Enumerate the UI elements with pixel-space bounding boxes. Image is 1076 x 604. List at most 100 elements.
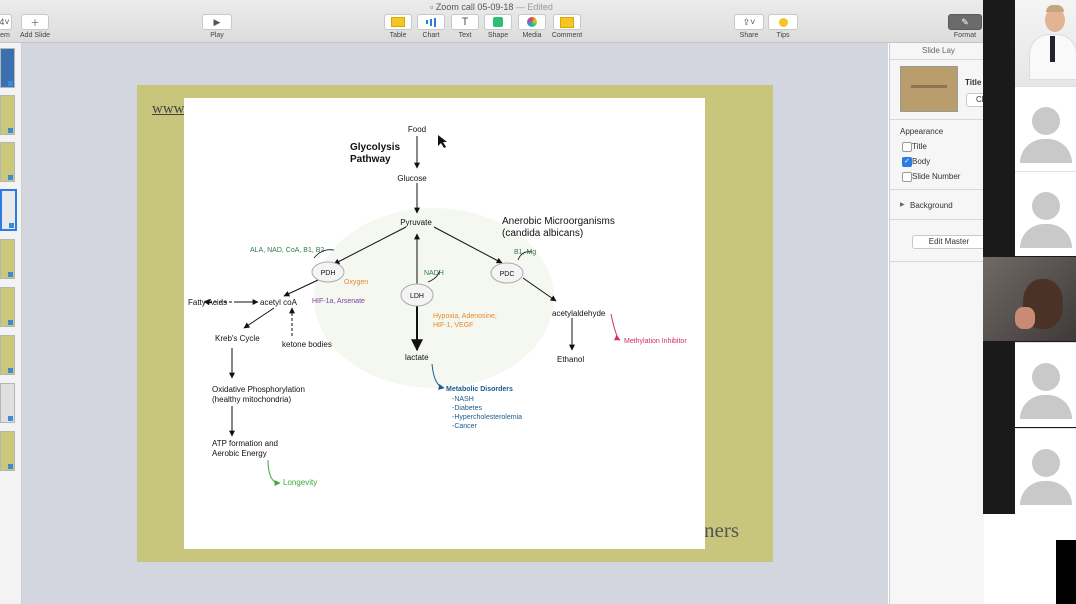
label-hypoxia-line1: Hypoxia, Adenosine, <box>433 313 497 320</box>
label-ketone-bodies: ketone bodies <box>282 340 332 349</box>
label-food: Food <box>408 125 426 134</box>
participant-video-tile[interactable] <box>1015 171 1076 256</box>
label-ethanol: Ethanol <box>557 355 584 364</box>
label-pdh: PDH <box>321 270 336 277</box>
inspector-header: Slide Lay <box>922 46 955 55</box>
label-longevity: Longevity <box>283 478 317 487</box>
thumbnail-corner-marker <box>8 464 13 469</box>
play-button[interactable]: ▶ Play <box>202 14 232 39</box>
play-icon: ▶ <box>202 14 232 30</box>
participant-video-presenter[interactable] <box>1015 0 1076 86</box>
slide-thumbnail[interactable] <box>0 142 15 182</box>
format-button[interactable]: ✎ Format <box>948 14 982 39</box>
slide-thumbnail[interactable] <box>0 335 15 375</box>
comment-icon <box>553 14 581 30</box>
slide-number-checkbox[interactable] <box>902 172 912 182</box>
view-button[interactable]: 4˅ em <box>0 14 12 39</box>
label-anaerobic-line2: (candida albicans) <box>502 228 583 239</box>
slide-thumbnail[interactable] <box>0 287 15 327</box>
label-acetyl-coa: acetyl coA <box>260 298 298 307</box>
label-pyruvate: Pyruvate <box>400 218 432 227</box>
background-section-label[interactable]: Background <box>910 201 953 210</box>
arrow-metabolic <box>431 363 445 390</box>
thumbnail-corner-marker <box>8 128 13 133</box>
add-slide-label: Add Slide <box>20 32 50 39</box>
chart-icon <box>417 14 445 30</box>
label-acetylaldehyde: acetylaldehyde <box>552 309 606 318</box>
label-pdc: PDC <box>500 271 515 278</box>
slide-thumbnail-selected[interactable] <box>0 189 17 231</box>
thumbnail-corner-marker <box>8 81 13 86</box>
participant-video-tile[interactable] <box>1015 428 1076 515</box>
label-title-line2: Pathway <box>350 154 391 165</box>
add-slide-button[interactable]: ＋ Add Slide <box>20 14 50 39</box>
layout-thumbnail[interactable] <box>900 66 958 112</box>
table-label: Table <box>389 32 407 39</box>
label-metabolic-item: -Cancer <box>452 423 478 430</box>
thumbnail-corner-marker <box>8 175 13 180</box>
chart-button[interactable]: Chart <box>417 14 445 39</box>
share-icon: ⇪˅ <box>734 14 764 30</box>
layout-thumbnail-title-bar <box>911 85 947 88</box>
presenter-face <box>1045 8 1065 32</box>
thumbnail-corner-marker <box>8 416 13 421</box>
participant-video-camera[interactable] <box>983 257 1076 341</box>
cofactor-curve-pdc <box>517 251 533 261</box>
slide-thumbnail[interactable] <box>0 239 15 279</box>
slide-thumbnail[interactable] <box>0 383 15 423</box>
avatar-body-icon <box>1020 224 1072 248</box>
slide-url-text[interactable]: www <box>152 101 185 117</box>
arrow-acetylcoa-krebs <box>243 307 275 329</box>
toolbar: ▫ Zoom call 05-09-18 — Edited 4˅ em ＋ Ad… <box>0 0 983 43</box>
slide-navigator[interactable] <box>0 43 22 604</box>
inspector-divider <box>890 119 984 120</box>
title-checkbox[interactable] <box>902 142 912 152</box>
slide-thumbnail[interactable] <box>0 431 15 471</box>
format-label: Format <box>953 32 977 39</box>
table-button[interactable]: Table <box>384 14 412 39</box>
glycolysis-diagram-image[interactable]: Food Glycolysis Pathway Glucose Pyruvate… <box>184 98 705 549</box>
share-button[interactable]: ⇪˅ Share <box>734 14 764 39</box>
label-fatty-acids: Fatty Acids <box>188 298 227 307</box>
arrow-pyruvate-pdc <box>433 226 503 264</box>
label-metabolic-item: -NASH <box>452 396 474 403</box>
label-oxphos-line1: Oxidative Phosphorylation <box>212 385 305 394</box>
slide-number-option-label: Slide Number <box>912 172 961 181</box>
window-title-text: Zoom call 05-09-18 <box>435 2 514 12</box>
label-atp-line1: ATP formation and <box>212 439 278 448</box>
arrow-pdh-acetylcoa <box>283 279 319 297</box>
slide-tail-text[interactable]: ners <box>704 518 739 542</box>
slide-thumbnail[interactable] <box>0 95 15 135</box>
view-label: em <box>0 32 10 39</box>
text-button[interactable]: T Text <box>451 14 479 39</box>
avatar-head-icon <box>1032 192 1060 220</box>
inspector-divider <box>890 261 984 262</box>
body-checkbox[interactable]: ✓ <box>902 157 912 167</box>
layout-title: Title <box>965 78 982 87</box>
view-icon: 4˅ <box>0 14 12 30</box>
edited-status: — Edited <box>515 2 553 12</box>
disclosure-triangle-icon[interactable]: ▶ <box>900 202 905 208</box>
arrow-pyruvate-pdh <box>333 226 407 265</box>
slide-thumbnail[interactable] <box>0 48 15 88</box>
inspector-divider <box>890 219 984 220</box>
label-lactate: lactate <box>405 353 429 362</box>
participant-video-tile[interactable] <box>1015 86 1076 171</box>
shape-icon <box>484 14 512 30</box>
tips-button[interactable]: Tips <box>768 14 798 39</box>
media-button[interactable]: Media <box>518 14 546 39</box>
play-label: Play <box>210 32 224 39</box>
label-glucose: Glucose <box>397 174 427 183</box>
participant-video-tile[interactable] <box>1015 342 1076 427</box>
table-icon <box>384 14 412 30</box>
pdc-enzyme <box>490 262 524 284</box>
paintbrush-icon: ✎ <box>948 14 982 30</box>
background-leaf-shape <box>314 208 554 388</box>
comment-button[interactable]: Comment <box>549 14 585 39</box>
label-b1-mg: B1, Mg <box>514 249 536 256</box>
avatar-body-icon <box>1020 139 1072 163</box>
edit-master-button[interactable]: Edit Master <box>912 235 986 249</box>
shape-button[interactable]: Shape <box>484 14 512 39</box>
label-metabolic-title: Metabolic Disorders <box>446 386 513 393</box>
thumbnail-corner-marker <box>8 368 13 373</box>
